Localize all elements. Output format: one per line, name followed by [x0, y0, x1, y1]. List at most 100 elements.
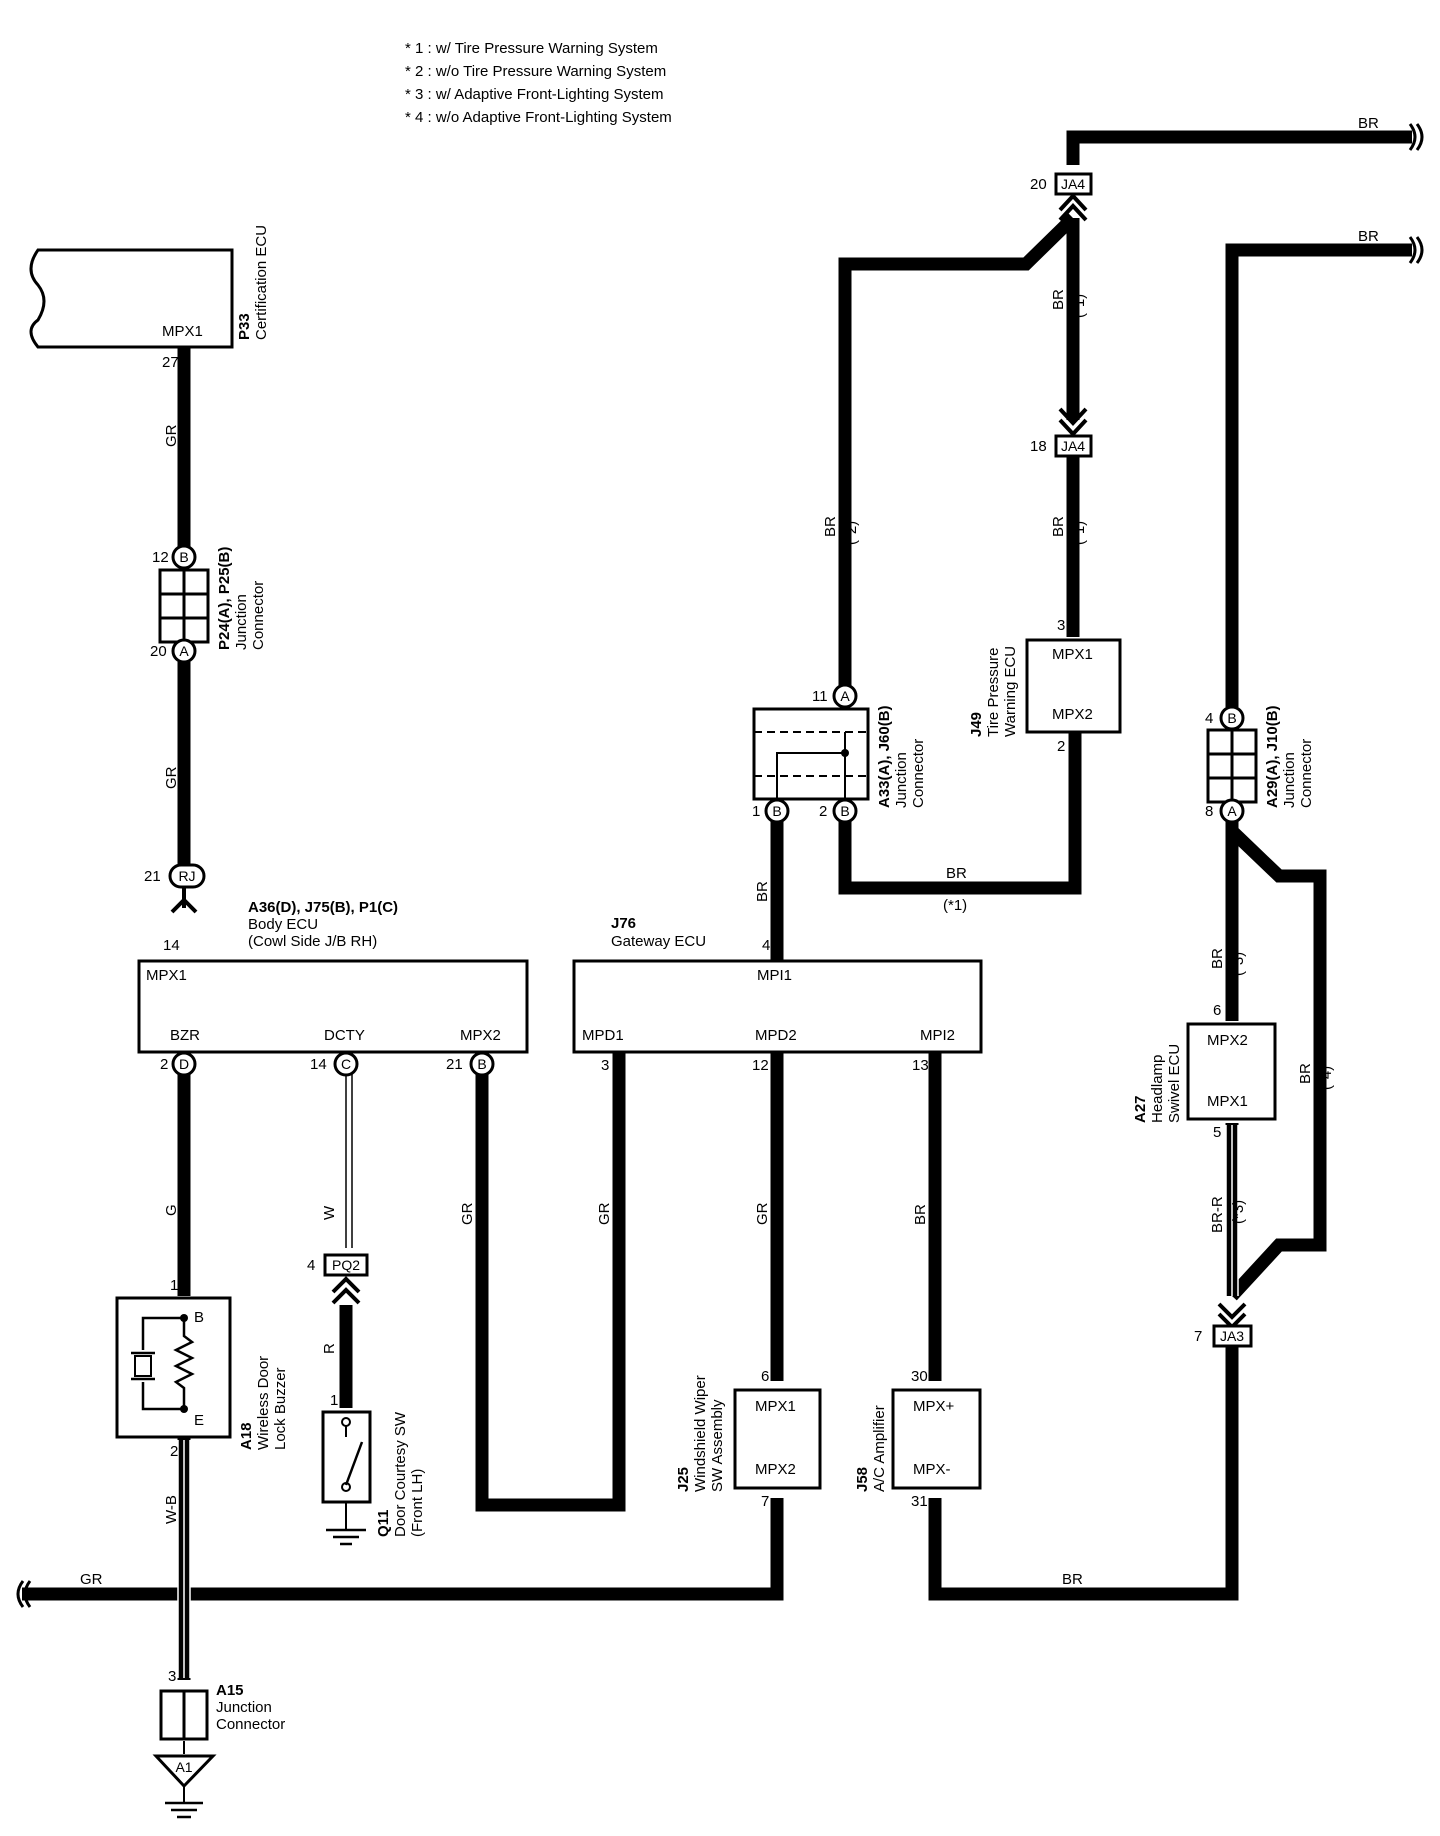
body-ecu-name2: (Cowl Side J/B RH) [248, 933, 377, 950]
body-ecu-dcty: DCTY [324, 1027, 365, 1044]
wire-label-br-3: BR [754, 881, 771, 902]
ja4-top-pin: 20 [1030, 176, 1047, 193]
a27-name1: Headlamp [1149, 1055, 1166, 1123]
j25-code: J25 [675, 1467, 692, 1492]
p24-top-id: B [179, 549, 188, 565]
a18-pin-bot: 2 [170, 1443, 178, 1460]
wire-label-br-6: BR [1050, 289, 1067, 310]
a33-pin-b1: 1 [752, 803, 760, 820]
a29-name1: Junction [1281, 752, 1298, 808]
wire-label-br-10: BR [1209, 948, 1226, 969]
j58-name: A/C Amplifier [871, 1405, 888, 1492]
ja3-pin: 7 [1194, 1328, 1202, 1345]
a29-junction-connector: B 4 A 8 A29(A), J10(B) Junction Connecto… [1205, 705, 1315, 824]
wire-label-note3-b: (*3) [1230, 1200, 1247, 1224]
gateway-code: J76 [611, 915, 636, 932]
wire-label-gr-3: GR [459, 1202, 476, 1225]
a15-pin: 3 [168, 1668, 176, 1685]
body-ecu-code: A36(D), J75(B), P1(C) [248, 899, 398, 916]
ja4-top-id: JA4 [1061, 176, 1085, 192]
a1-ground: A1 [152, 1754, 217, 1819]
p24-code: P24(A), P25(B) [216, 547, 233, 650]
a33-code: A33(A), J60(B) [876, 705, 893, 808]
a15-name2: Connector [216, 1716, 285, 1733]
p24-junction-connector: B 12 A 20 P24(A), P25(B) Junction Connec… [150, 544, 267, 664]
rj-connector: RJ 21 [144, 863, 206, 889]
wire-label-br-11: BR [1297, 1063, 1314, 1084]
p33-code: P33 [236, 313, 253, 340]
a18-name2: Lock Buzzer [272, 1367, 289, 1450]
a27-name2: Swivel ECU [1166, 1044, 1183, 1123]
wire-label-br-8: BR [1358, 115, 1379, 132]
a18-name1: Wireless Door [255, 1356, 272, 1450]
windshield-wiper-switch: MPX1 MPX2 6 7 J25 Windshield Wiper SW As… [675, 1368, 822, 1510]
j49-pin-top: 3 [1057, 617, 1065, 634]
a33-id-top: A [840, 688, 850, 704]
a27-code: A27 [1132, 1095, 1149, 1123]
wire-label-note3-a: (*3) [1230, 952, 1247, 976]
j49-code: J49 [968, 712, 985, 737]
p24-bot-pin: 20 [150, 643, 167, 660]
body-ecu-term-top: MPX1 [146, 967, 187, 984]
wire-label-r: R [321, 1343, 338, 1354]
j49-name2: Warning ECU [1002, 646, 1019, 737]
j25-t1: MPX1 [755, 1398, 796, 1415]
j25-t2: MPX2 [755, 1461, 796, 1478]
j58-pin-top: 30 [911, 1368, 928, 1385]
j58-code: J58 [854, 1467, 871, 1492]
a27-pin-bot: 5 [1213, 1124, 1221, 1141]
pq2-pin: 4 [307, 1257, 315, 1274]
certification-ecu: MPX1 27 P33 Certification ECU [29, 225, 270, 371]
gateway-name: Gateway ECU [611, 933, 706, 950]
a18-term-b: B [194, 1309, 204, 1326]
a15-name1: Junction [216, 1699, 272, 1716]
body-ecu-pin-bzr: 2 [160, 1056, 168, 1073]
p33-name: Certification ECU [253, 225, 270, 340]
a29-pin-bot: 8 [1205, 803, 1213, 820]
a15-junction-connector: 3 A15 Junction Connector [159, 1668, 285, 1741]
wire-label-br-5: BR [946, 865, 967, 882]
wire-label-w: W [321, 1205, 338, 1220]
note-4: * 4 : w/o Adaptive Front-Lighting System [405, 109, 672, 126]
j49-name1: Tire Pressure [985, 648, 1002, 737]
ja4-top-connector: JA4 20 [1030, 172, 1093, 196]
body-ecu-bzr: BZR [170, 1027, 200, 1044]
p24-top-pin: 12 [152, 549, 169, 566]
wire-label-gr-6: GR [80, 1571, 103, 1588]
wire-labels: GR GR G W R W-B GR GR GR BR GR BR BR BR … [80, 115, 1379, 1588]
note-2: * 2 : w/o Tire Pressure Warning System [405, 63, 666, 80]
wire-label-note1-a: (*1) [943, 897, 967, 914]
a33-junction-connector: A 11 B 1 B 2 A33(A), J60(B) Junction Con… [752, 683, 927, 824]
p33-pin: 27 [162, 354, 179, 371]
a27-pin-top: 6 [1213, 1002, 1221, 1019]
q11-name2: (Front LH) [409, 1469, 426, 1537]
p33-term: MPX1 [162, 323, 203, 340]
ja4-bot-id: JA4 [1061, 438, 1085, 454]
wire-label-note1-b: (*1) [1071, 294, 1088, 318]
j25-pin-top: 6 [761, 1368, 769, 1385]
wireless-door-lock-buzzer: B E 1 2 A18 Wireless Door Lock Buzzer [115, 1277, 289, 1460]
gateway-pin-mpd2: 12 [752, 1057, 769, 1074]
a29-id-bot: A [1227, 803, 1237, 819]
a33-id-b1: B [772, 803, 781, 819]
a33-name2: Connector [910, 739, 927, 808]
j58-t2: MPX- [913, 1461, 951, 1478]
headlamp-swivel-ecu: MPX2 MPX1 6 5 A27 Headlamp Swivel ECU [1132, 1002, 1277, 1141]
note-1: * 1 : w/ Tire Pressure Warning System [405, 40, 658, 57]
wire-label-gr-1: GR [163, 424, 180, 447]
a29-name2: Connector [1298, 739, 1315, 808]
q11-code: Q11 [375, 1509, 392, 1537]
wire-label-wb: W-B [163, 1495, 180, 1524]
ac-amplifier: MPX+ MPX- 30 31 J58 A/C Amplifier [854, 1368, 982, 1510]
j58-pin-bot: 31 [911, 1493, 928, 1510]
body-ecu-id-bzr: D [179, 1056, 189, 1072]
rj-pin: 21 [144, 868, 161, 885]
wire-label-br-4: BR [822, 516, 839, 537]
gateway-ecu: J76 Gateway ECU 4 MPI1 MPD1 MPD2 MPI2 3 … [572, 915, 983, 1074]
j58-t1: MPX+ [913, 1398, 955, 1415]
a15-code: A15 [216, 1682, 244, 1699]
body-ecu-pin-dcty: 14 [310, 1056, 327, 1073]
a33-pin-b2: 2 [819, 803, 827, 820]
gateway-mpd1: MPD1 [582, 1027, 624, 1044]
body-ecu-mpx2: MPX2 [460, 1027, 501, 1044]
